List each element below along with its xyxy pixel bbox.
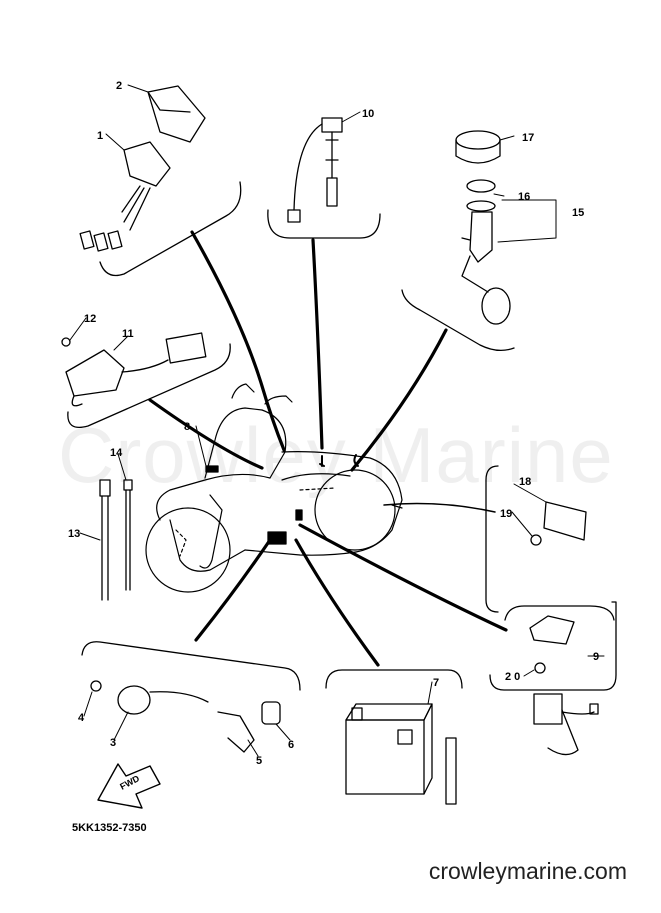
marker-fuel [353, 454, 359, 467]
part-4-bolt [90, 680, 102, 692]
group-bracket-tail-reflector [485, 465, 499, 613]
part-16-seal [466, 179, 496, 212]
callout-6: 6 [288, 739, 294, 751]
marker-main [267, 531, 287, 545]
callout-20: 2 0 [505, 671, 520, 683]
callout-19: 19 [500, 508, 512, 520]
callout-11: 11 [122, 328, 134, 340]
callout-2: 2 [116, 80, 122, 92]
callout-18: 18 [519, 476, 531, 488]
leader-lines [148, 230, 508, 667]
part-17-grommet [455, 130, 501, 164]
callout-5: 5 [256, 755, 262, 767]
group-bracket-relays [99, 181, 242, 277]
svg-text:FWD: FWD [118, 773, 141, 792]
callout-12: 12 [84, 313, 96, 325]
part-5-plug-cap [217, 711, 255, 753]
group-bracket-switch [67, 343, 231, 429]
part-7-battery [345, 703, 457, 805]
website-url: crowleymarine.com [428, 858, 627, 884]
bracket-15 [497, 199, 557, 243]
part-1-starter-relay [79, 141, 171, 252]
part-2-relay-cover [147, 85, 206, 143]
callout-8: 8 [184, 421, 190, 433]
part-code: 5KK1352-7350 [72, 822, 147, 834]
callout-7: 7 [433, 677, 439, 689]
watermark: Crowley Marine [58, 411, 614, 499]
group-bracket-regulator-top [504, 605, 615, 621]
group-bracket-fuel-sender [401, 289, 515, 352]
callout-13: 13 [68, 528, 80, 540]
fwd-arrow-icon: FWD [97, 763, 161, 809]
part-13-cable-tie [99, 479, 111, 601]
callout-16: 16 [518, 191, 530, 203]
part-18-reflector [543, 501, 587, 541]
part-19-nut [530, 534, 542, 546]
group-bracket-sensor [267, 209, 381, 239]
callout-1: 1 [97, 130, 103, 142]
callout-17: 17 [522, 132, 534, 144]
part-15-fuel-sender [461, 211, 511, 325]
leader-line-tail [383, 502, 496, 513]
part-9-rectifier [529, 615, 599, 756]
scooter-outline [145, 383, 403, 593]
callout-9: 9 [593, 651, 599, 663]
part-3-ignition-coil [117, 685, 209, 715]
callout-10: 10 [362, 108, 374, 120]
callout-14: 14 [110, 447, 123, 459]
part-14-cable-tie [123, 479, 133, 591]
group-bracket-battery [325, 669, 463, 689]
part-6-plug-boot [261, 701, 281, 725]
callout-15: 15 [572, 207, 584, 219]
callout-3: 3 [110, 737, 116, 749]
callout-4: 4 [78, 712, 85, 724]
group-bracket-regulator [489, 601, 617, 691]
group-bracket-ignition [81, 641, 301, 691]
part-12-screw [61, 337, 71, 347]
marker-sensor [319, 455, 325, 467]
callout-ticks [69, 84, 605, 757]
part-20-screw [534, 662, 546, 674]
part-10-sensor [287, 117, 343, 223]
part-11-switch [65, 332, 207, 407]
marker-8 [205, 465, 219, 473]
marker-relay [295, 509, 303, 521]
